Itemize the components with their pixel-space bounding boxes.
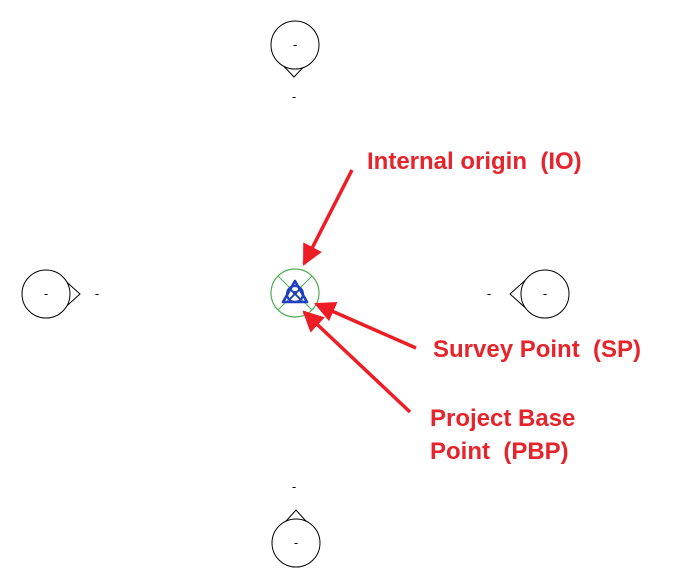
elevation-marker-circle (270, 20, 320, 70)
survey-point-arrow (314, 302, 417, 350)
elevation-marker-circle (271, 518, 321, 568)
elevation-marker-tag: - (487, 286, 491, 301)
elevation-marker-circle (21, 269, 71, 319)
elevation-marker-circle (520, 269, 570, 319)
elevation-marker-label: - (543, 286, 547, 301)
project-base-point-callout-line1: Project Base (430, 405, 575, 432)
elevation-marker-south[interactable]: - - (271, 479, 321, 568)
internal-origin[interactable] (293, 291, 297, 295)
survey-point-callout: Survey Point (SP) (433, 336, 641, 363)
origin-icon (293, 291, 297, 295)
elevation-marker-label: - (294, 535, 298, 550)
elevation-marker-north[interactable]: - - (270, 20, 320, 104)
elevation-marker-west[interactable]: - - (21, 269, 99, 319)
elevation-marker-icon (509, 275, 531, 313)
internal-origin-callout: Internal origin (IO) (367, 148, 582, 175)
elevation-marker-tag: - (292, 479, 296, 494)
elevation-marker-tag: - (95, 286, 99, 301)
project-base-point-callout-line2: Point (PBP) (430, 438, 569, 465)
project-base-point-arrow (302, 310, 412, 414)
elevation-marker-label: - (44, 286, 48, 301)
elevation-marker-east[interactable]: - - (487, 269, 570, 319)
elevation-marker-label: - (293, 37, 297, 52)
internal-origin-arrow (302, 169, 354, 266)
elevation-marker-tag: - (292, 89, 296, 104)
